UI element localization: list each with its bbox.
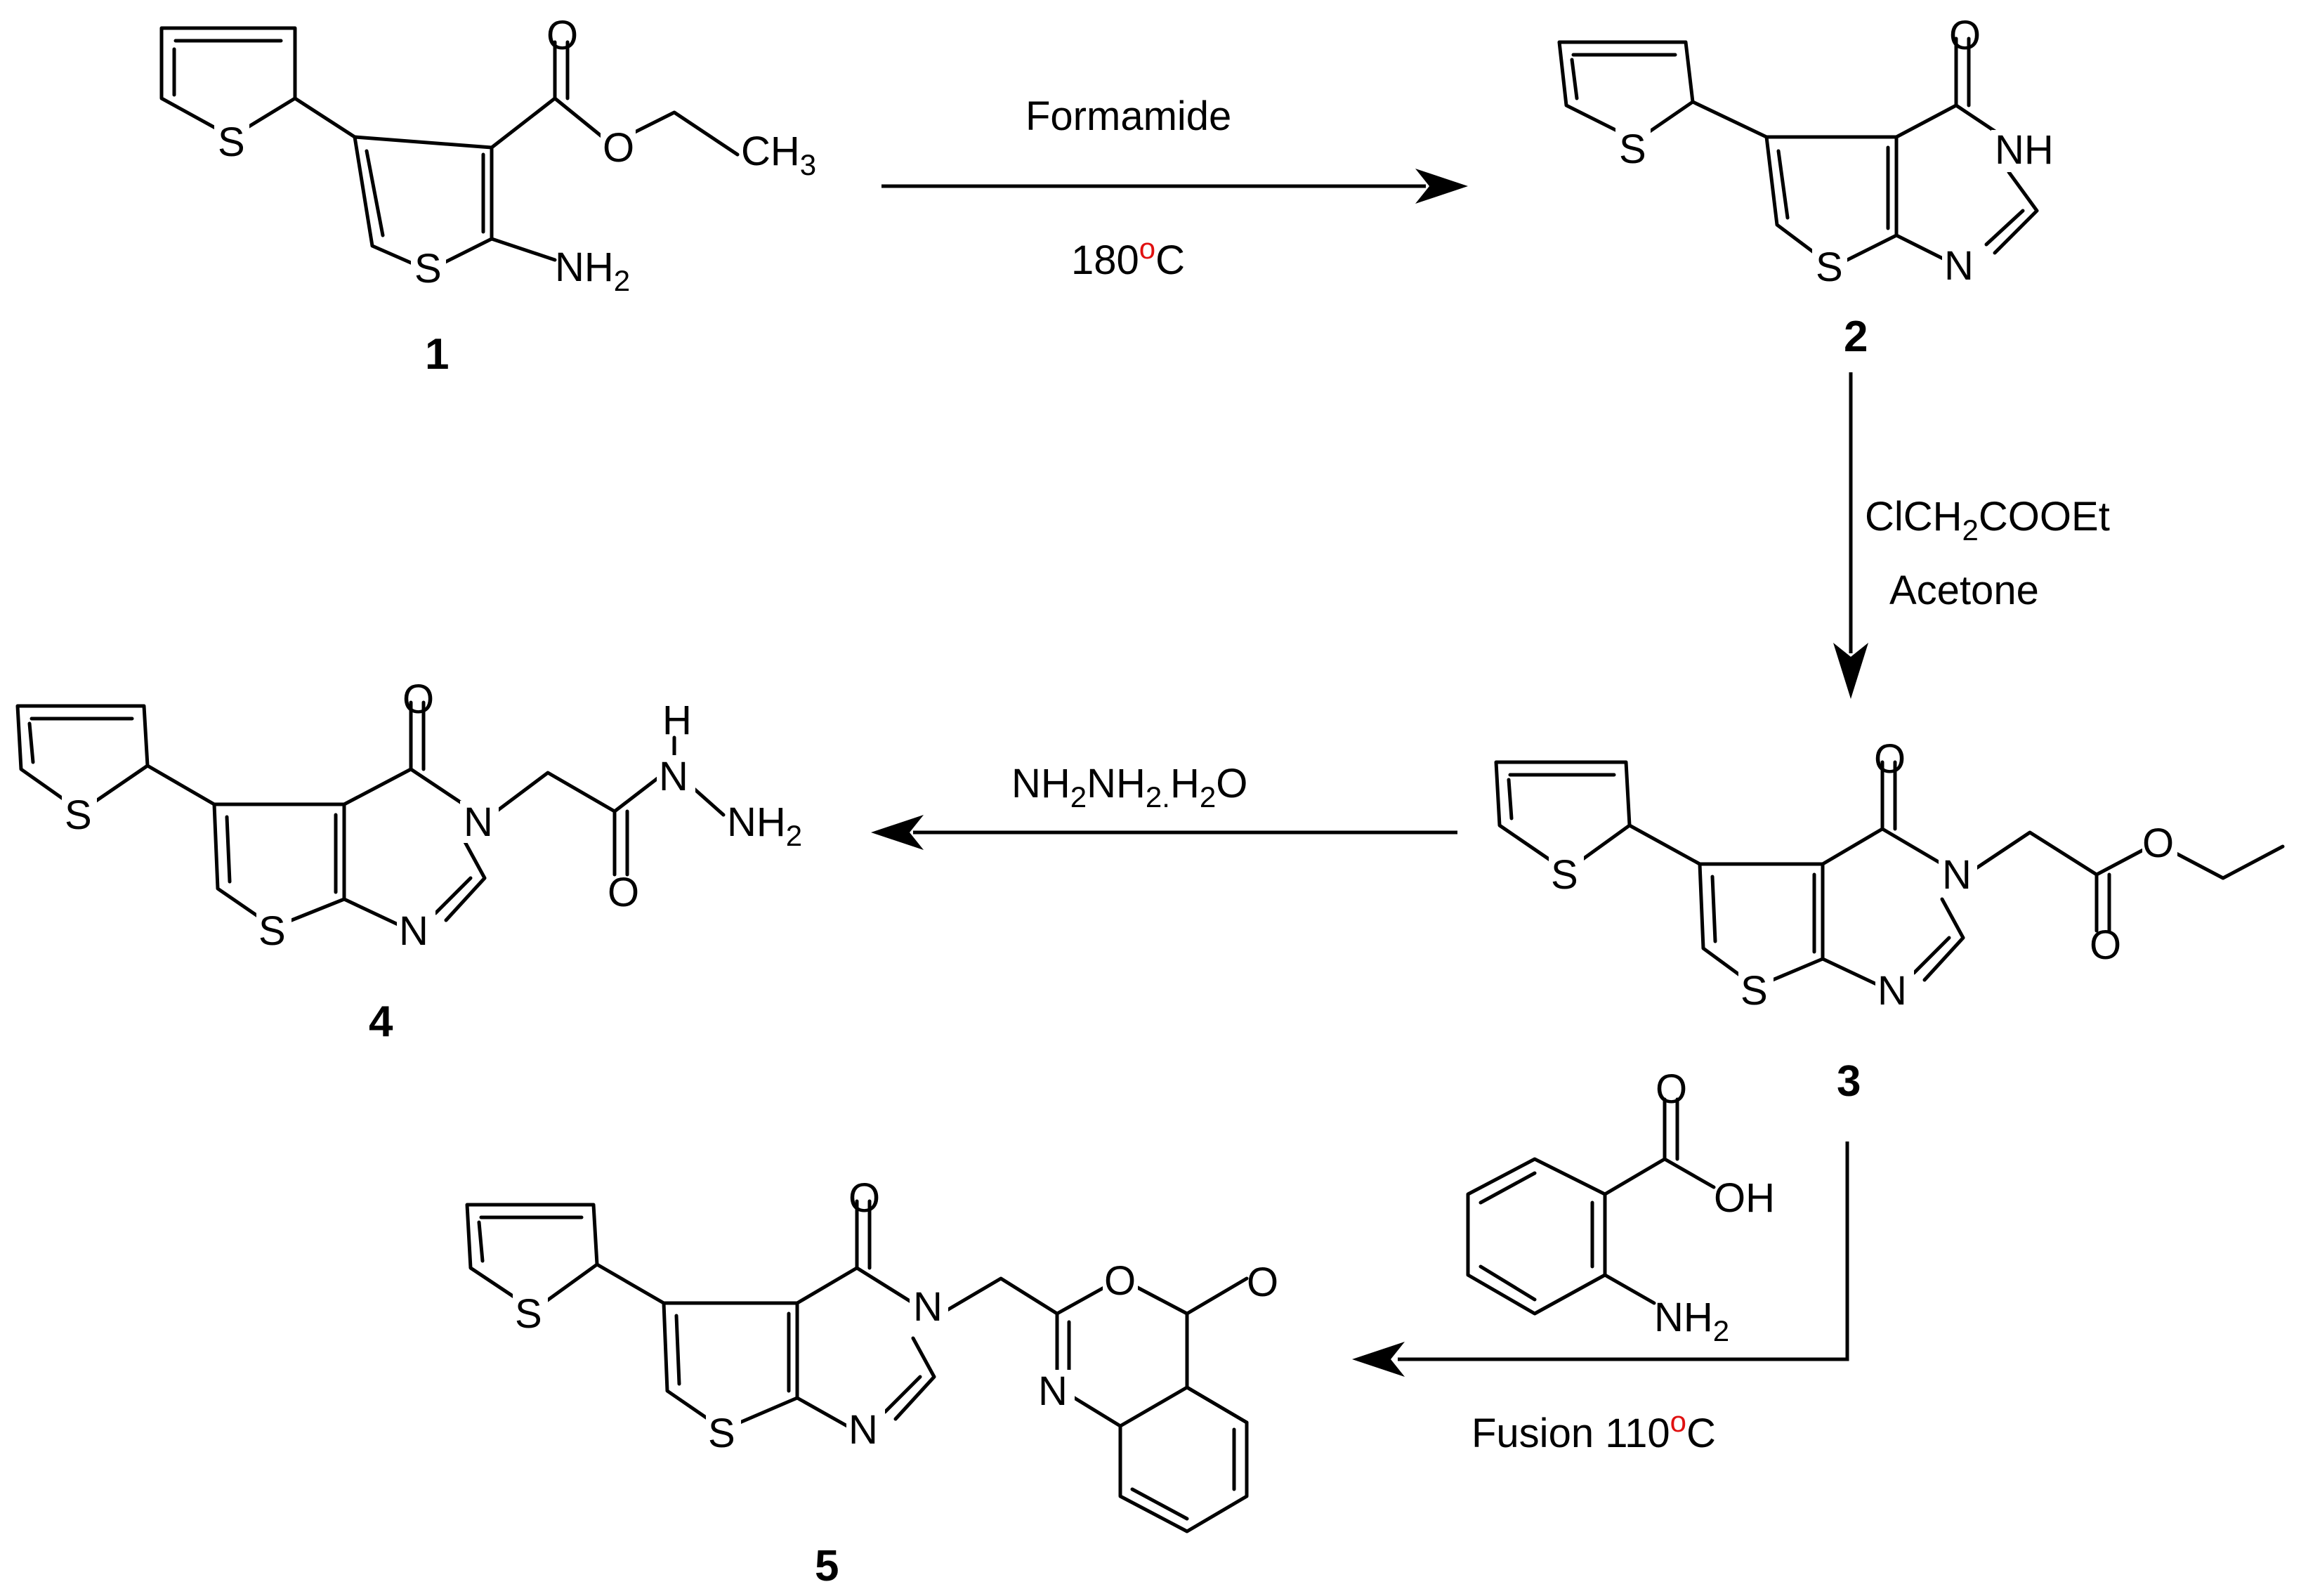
reagent-anthranilic-acid [1466,1097,1716,1316]
atom-s: S [1740,968,1768,1014]
compound-label-3: 3 [1837,1057,1861,1106]
atom-n: N [1038,1368,1068,1414]
atom-o: O [2090,922,2121,968]
compound-4-atoms: S S O N N H N NH2 O [62,676,802,954]
amino-label: NH2 [555,244,630,297]
atom-n: N [913,1284,943,1330]
atom-oh: OH [1714,1175,1775,1221]
compound-1-structure [159,26,740,273]
atom-o: O [546,13,578,58]
atom-n: N [399,908,428,954]
atom-s: S [1619,126,1646,172]
atom-o: O [2142,820,2174,866]
compound-2-structure [1557,37,2039,269]
reagent-ethyl-chloroacetate: ClCH2COOEt [1865,494,2110,547]
atom-n: N [848,1407,878,1453]
methyl-label: CH3 [741,129,816,181]
reagent-hydrazine-hydrate: NH2NH2.H2O [1011,761,1247,813]
atom-n: N [464,799,493,845]
atom-o: O [1874,736,1906,782]
amino-label: NH2 [727,799,802,852]
atom-s: S [258,908,286,954]
compound-4-structure [15,700,726,929]
atom-n: N [659,754,688,799]
atom-s: S [65,792,92,838]
atom-o: O [608,870,639,915]
solvent-acetone: Acetone [1889,568,2039,613]
atom-o: O [402,676,434,722]
atom-o: O [848,1175,880,1221]
atom-n: N [1877,968,1907,1014]
atom-s: S [414,246,442,292]
atom-n: N [1942,852,1972,898]
atom-o: O [1656,1066,1687,1112]
temperature-180: 180oC [1071,232,1185,283]
compound-5-atoms: S S O N N O O N [513,1175,1278,1456]
arrow-step-4 [1352,1142,1849,1377]
compound-label-1: 1 [425,330,449,379]
compound-label-2: 2 [1844,313,1868,361]
atom-s: S [1551,852,1578,898]
compound-1-atoms: S S O O CH3 NH2 [214,13,816,297]
atom-nh: NH [1995,127,2054,173]
compound-3-atoms: S S O N N O O [1549,736,2177,1014]
compound-5-structure [465,1199,1249,1533]
compound-label-4: 4 [369,998,393,1046]
atom-s: S [515,1291,542,1337]
atom-h: H [662,698,692,743]
compound-3-structure [1494,760,2285,989]
atom-o: O [1247,1260,1278,1305]
condition-fusion-110: Fusion 110oC [1471,1405,1716,1456]
atom-n: N [1944,243,1974,289]
compound-2-atoms: S S O NH N [1615,13,2069,290]
arrow-step-3 [871,815,1457,850]
arrow-step-2 [1833,372,1868,699]
atom-s: S [1816,244,1843,290]
atom-o: O [1104,1258,1136,1304]
amino-label: NH2 [1654,1295,1729,1347]
atom-s: S [708,1411,735,1456]
anthranilic-acid-atoms: O OH NH2 [1654,1066,1775,1347]
atom-s: S [218,119,245,165]
reagent-formamide: Formamide [1025,93,1231,139]
atom-o: O [603,125,634,171]
compound-label-5: 5 [815,1542,839,1590]
arrow-step-1 [881,169,1468,204]
atom-o: O [1949,13,1981,58]
